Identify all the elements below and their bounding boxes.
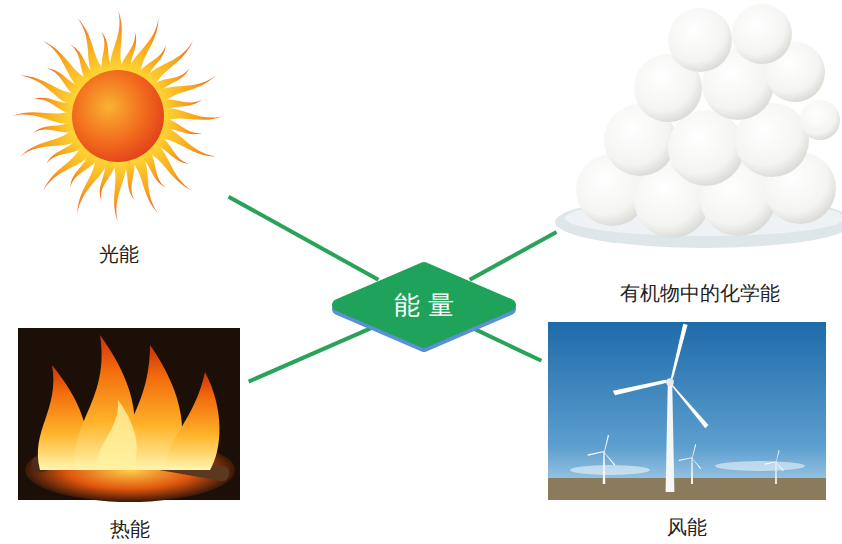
picture-caption-box: 光能 bbox=[13, 5, 225, 267]
bun bbox=[668, 8, 732, 72]
connector-line bbox=[473, 328, 541, 360]
picture-caption: 有机物中的化学能 bbox=[620, 280, 780, 306]
flame-core bbox=[95, 400, 137, 470]
ground bbox=[548, 478, 826, 500]
picture-caption-box: 风能 bbox=[545, 320, 829, 540]
diamond-fill bbox=[338, 268, 510, 342]
wind-illustration bbox=[548, 322, 826, 500]
cloud bbox=[570, 465, 650, 475]
center-diamond: 能 量 bbox=[332, 262, 516, 348]
flame bbox=[165, 372, 220, 470]
sun-disc bbox=[72, 70, 164, 162]
sky bbox=[548, 322, 826, 500]
connector-line bbox=[228, 197, 378, 280]
picture-caption: 热能 bbox=[110, 516, 150, 542]
buns-illustration bbox=[555, 4, 842, 248]
picture-caption: 风能 bbox=[667, 514, 707, 540]
connector-line bbox=[249, 327, 373, 381]
wind-turbine bbox=[678, 444, 701, 484]
bun bbox=[732, 4, 792, 64]
bun bbox=[800, 100, 840, 140]
bun bbox=[668, 110, 744, 186]
sun-illustration bbox=[0, 0, 314, 312]
fire-illustration bbox=[18, 328, 240, 502]
picture-caption-box: 有机物中的化学能 bbox=[560, 0, 840, 306]
connector-line bbox=[470, 232, 557, 280]
picture-caption-box: 热能 bbox=[15, 325, 245, 542]
diamond-label: 能 量 bbox=[394, 289, 454, 321]
wind-turbine bbox=[765, 450, 784, 484]
picture-caption: 光能 bbox=[99, 241, 139, 267]
cloud bbox=[715, 461, 805, 471]
sun-rays bbox=[0, 0, 314, 312]
wind-turbine bbox=[587, 435, 615, 484]
wind-turbine bbox=[613, 324, 709, 492]
